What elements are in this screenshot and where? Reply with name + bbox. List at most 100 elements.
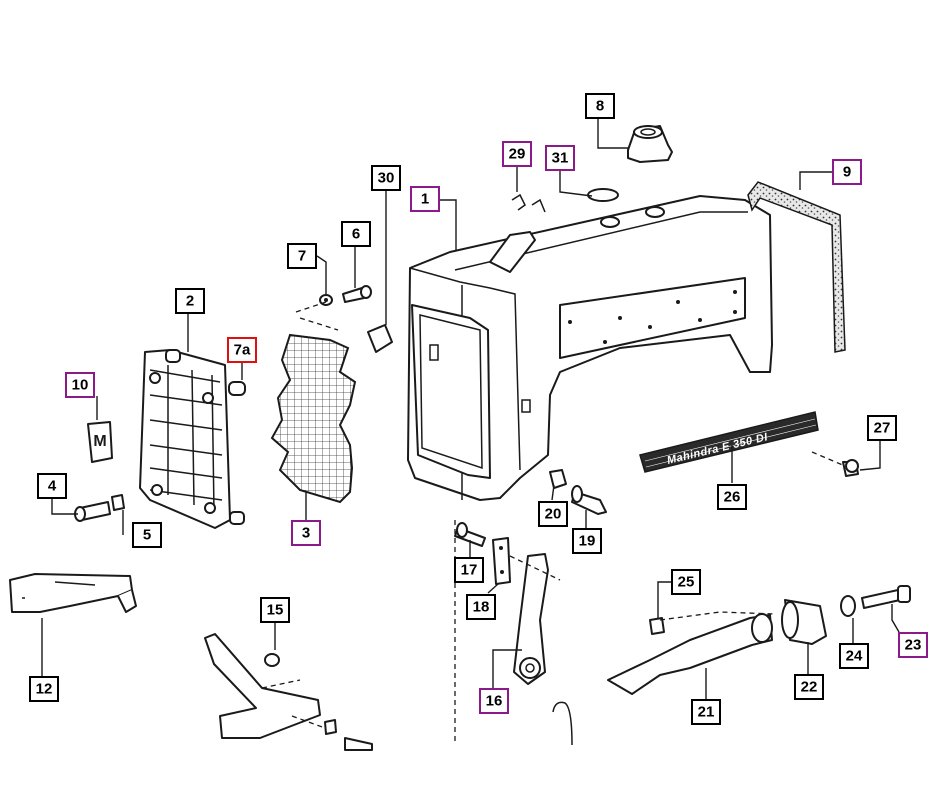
callout-label-17: 17	[461, 562, 478, 579]
callout-9: 9	[832, 159, 862, 185]
callout-6: 6	[341, 221, 371, 247]
callout-box-18	[466, 594, 496, 620]
callout-box-17	[454, 557, 484, 583]
bracket-lower-left	[204, 633, 373, 751]
callout-25: 25	[671, 569, 701, 595]
callout-label-18: 18	[473, 599, 490, 616]
callout-box-20	[538, 501, 568, 527]
callout-box-22	[794, 674, 824, 700]
svg-text:M: M	[93, 433, 106, 450]
callout-21: 21	[691, 699, 721, 725]
callout-label-29: 29	[509, 146, 526, 163]
callout-labels: 1 2 3 4 5 6 7 7a 8 9 10 12 15 16 17 18 1…	[29, 93, 928, 725]
callout-12: 12	[29, 676, 59, 702]
callout-label-3: 3	[302, 525, 310, 542]
callout-box-10	[65, 372, 95, 398]
callout-box-9	[832, 159, 862, 185]
grille-frame	[139, 349, 245, 529]
panel-clip	[367, 324, 393, 353]
logo-emblem: M	[87, 421, 113, 463]
callout-label-19: 19	[579, 533, 596, 550]
callout-label-23: 23	[905, 637, 922, 654]
callout-box-7	[287, 243, 317, 269]
callout-label-6: 6	[352, 226, 360, 243]
callout-15: 15	[260, 597, 290, 623]
callout-box-29	[502, 141, 532, 167]
callout-10: 10	[65, 372, 95, 398]
callout-label-8: 8	[596, 98, 604, 115]
rear-mount-assembly	[607, 585, 911, 695]
callout-5: 5	[132, 522, 162, 548]
callout-box-23	[898, 632, 928, 658]
callout-7: 7	[287, 243, 317, 269]
callout-box-21	[691, 699, 721, 725]
callout-box-26	[717, 484, 747, 510]
leader-lines	[41, 116, 900, 700]
callout-20: 20	[538, 501, 568, 527]
bolt-and-nut	[74, 494, 125, 522]
hood-assembly	[407, 195, 773, 501]
callout-box-6	[341, 221, 371, 247]
bolt-right	[842, 459, 859, 477]
callout-box-19	[572, 528, 602, 554]
callout-box-30	[371, 165, 401, 191]
callout-label-26: 26	[724, 489, 741, 506]
callout-8: 8	[585, 93, 615, 119]
callout-label-7a: 7a	[234, 342, 251, 359]
dashed-leaders	[261, 301, 846, 729]
callout-label-24: 24	[846, 648, 863, 665]
cap-plug	[587, 188, 619, 202]
callout-label-16: 16	[486, 693, 503, 710]
mounting-arm	[492, 537, 549, 685]
callout-29: 29	[502, 141, 532, 167]
callout-3: 3	[291, 520, 321, 546]
callout-24: 24	[839, 643, 869, 669]
spacer	[228, 381, 246, 396]
bracket-left	[9, 573, 137, 613]
callout-box-27	[867, 415, 897, 441]
callout-label-31: 31	[552, 150, 569, 167]
callout-7a: 7a	[227, 337, 257, 363]
callout-16: 16	[479, 688, 509, 714]
callout-18: 18	[466, 594, 496, 620]
callout-27: 27	[867, 415, 897, 441]
callout-2: 2	[175, 288, 205, 314]
callout-1: 1	[410, 186, 440, 212]
callout-box-7a	[227, 337, 257, 363]
callout-label-12: 12	[36, 681, 53, 698]
callout-box-3	[291, 520, 321, 546]
callout-box-5	[132, 522, 162, 548]
callout-label-30: 30	[378, 170, 395, 187]
callout-4: 4	[37, 473, 67, 499]
callout-19: 19	[572, 528, 602, 554]
washer-and-screw	[319, 285, 372, 306]
callout-31: 31	[545, 145, 575, 171]
callout-box-31	[545, 145, 575, 171]
callout-26: 26	[717, 484, 747, 510]
callout-label-9: 9	[843, 164, 851, 181]
callout-box-15	[260, 597, 290, 623]
callout-label-25: 25	[678, 574, 695, 591]
callout-box-1	[410, 186, 440, 212]
callout-label-20: 20	[545, 506, 562, 523]
callout-23: 23	[898, 632, 928, 658]
callout-box-24	[839, 643, 869, 669]
callout-30: 30	[371, 165, 401, 191]
callout-box-25	[671, 569, 701, 595]
callout-box-2	[175, 288, 205, 314]
callout-box-16	[479, 688, 509, 714]
callout-box-12	[29, 676, 59, 702]
seal-strip	[747, 181, 846, 353]
callout-label-21: 21	[698, 704, 715, 721]
callout-label-15: 15	[267, 602, 284, 619]
callout-label-2: 2	[186, 293, 194, 310]
callout-label-22: 22	[801, 679, 818, 696]
callout-label-7: 7	[298, 248, 306, 265]
callout-label-1: 1	[421, 191, 429, 208]
mahindra-badge-plate: Mahindra E 350 DI	[639, 411, 819, 473]
callout-box-8	[585, 93, 615, 119]
lower-pipes	[454, 520, 573, 746]
callout-label-27: 27	[874, 420, 891, 437]
